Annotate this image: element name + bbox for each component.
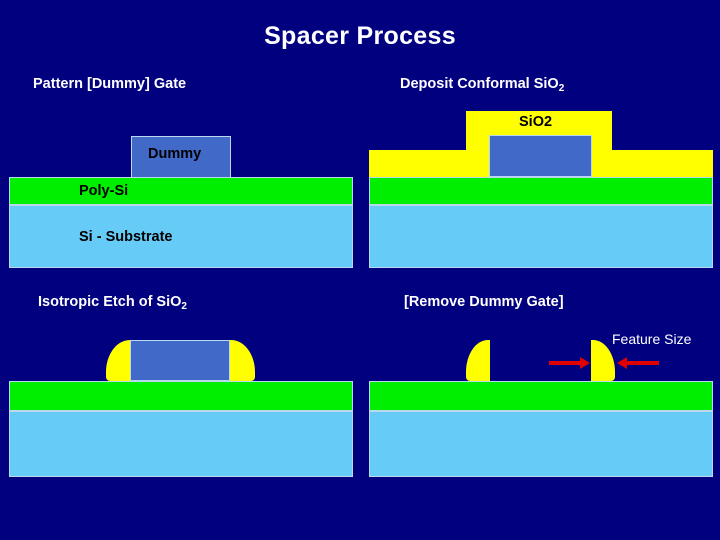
feature-size-label: Feature Size <box>612 331 692 347</box>
panel-title-subscript: 2 <box>558 83 565 94</box>
panel-title-text: Isotropic Etch of SiO <box>38 294 182 310</box>
si-substrate-layer-br <box>369 411 713 477</box>
feature-size-arrow-left-shaft <box>549 361 581 365</box>
si-substrate-layer-tr <box>369 205 713 268</box>
dummy-gate-label: Dummy <box>148 146 202 162</box>
oxide-spacer-left-bl <box>106 340 132 381</box>
poly-si-layer-br <box>369 381 713 411</box>
panel-title-text: [Remove Dummy Gate] <box>404 294 564 310</box>
feature-size-arrow-right-head <box>617 357 627 369</box>
panel-title-text: Pattern [Dummy] Gate <box>33 76 187 92</box>
poly-si-label: Poly-Si <box>79 183 129 199</box>
poly-si-layer-bl <box>9 381 353 411</box>
panel-title-remove-dummy-gate: [Remove Dummy Gate] <box>404 294 564 310</box>
feature-size-arrow-right-shaft <box>627 361 659 365</box>
panel-title-deposit-conformal-oxide: Deposit Conformal SiO2 <box>400 76 565 94</box>
poly-si-layer-tl <box>9 177 353 205</box>
panel-title-subscript: 2 <box>181 301 187 312</box>
si-substrate-layer-tl <box>9 205 353 268</box>
poly-si-layer-tr <box>369 177 713 205</box>
feature-size-arrow-left-head <box>580 357 590 369</box>
si-substrate-layer-bl <box>9 411 353 477</box>
oxide-spacer-right-bl <box>229 340 255 381</box>
sio2-oxide-label: SiO2 <box>519 114 553 130</box>
dummy-gate-block-tr <box>489 135 592 177</box>
si-substrate-label: Si - Substrate <box>79 229 173 245</box>
panel-title-text: Deposit Conformal SiO <box>400 76 559 92</box>
page-title: Spacer Process <box>264 22 456 50</box>
dummy-gate-block <box>131 136 231 178</box>
oxide-spacer-left-br <box>466 340 490 381</box>
panel-title-isotropic-etch: Isotropic Etch of SiO2 <box>38 294 187 312</box>
panel-title-pattern-dummy-gate: Pattern [Dummy] Gate <box>33 76 186 92</box>
dummy-gate-block-bl <box>130 340 230 381</box>
